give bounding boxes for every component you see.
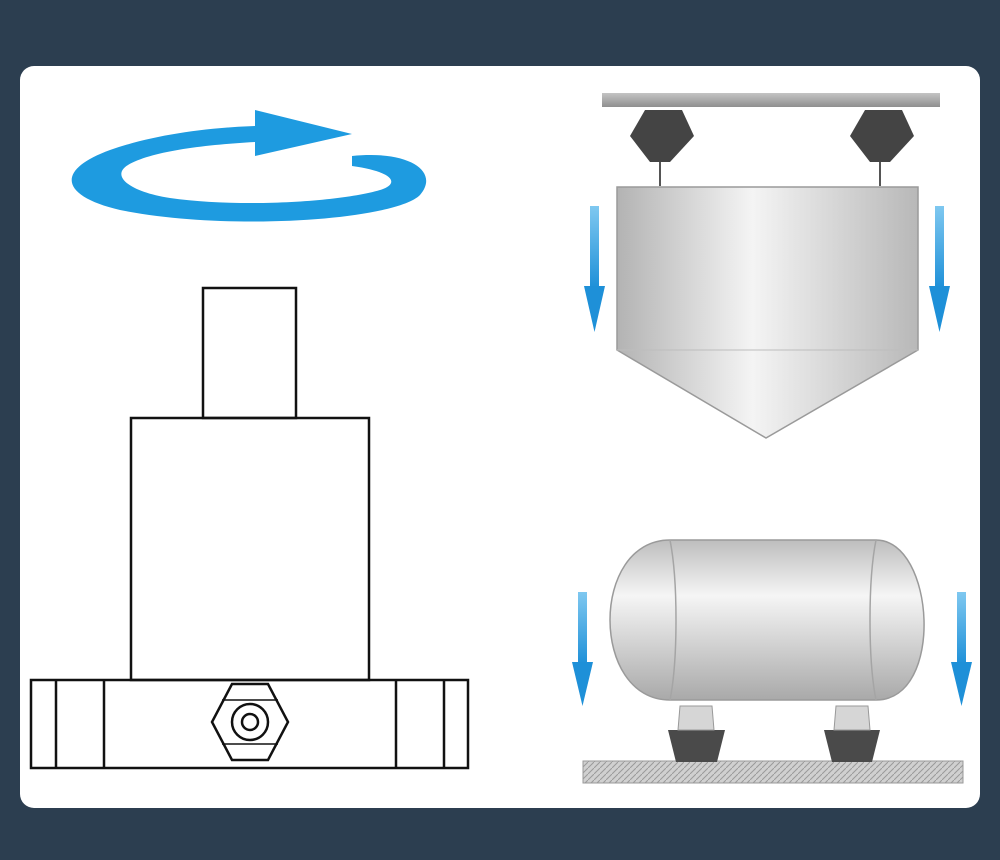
tank-mount-right bbox=[824, 705, 880, 762]
load-cell-base bbox=[29, 678, 470, 770]
load-cell-stud bbox=[201, 286, 298, 420]
hex-nut-icon bbox=[210, 682, 290, 762]
suspension-mount-left bbox=[630, 110, 694, 186]
load-cell-drawing bbox=[29, 286, 470, 770]
down-arrow-icon bbox=[929, 206, 950, 332]
diagram-panel bbox=[20, 66, 980, 808]
suspension-mount-right bbox=[850, 110, 914, 186]
tank-body bbox=[609, 539, 925, 701]
tank-mount-left bbox=[668, 705, 725, 762]
tank-on-mounts-icon bbox=[572, 539, 972, 784]
down-arrow-icon bbox=[951, 592, 972, 706]
rotation-arrow-icon bbox=[71, 110, 427, 222]
hopper-body bbox=[616, 186, 919, 439]
hanging-hopper-icon bbox=[584, 93, 950, 439]
support-beam bbox=[602, 93, 940, 107]
down-arrow-icon bbox=[584, 206, 605, 332]
load-cell-application-diagram bbox=[29, 93, 972, 784]
down-arrow-icon bbox=[572, 592, 593, 706]
ground-slab bbox=[582, 760, 964, 784]
load-cell-body bbox=[129, 416, 371, 682]
